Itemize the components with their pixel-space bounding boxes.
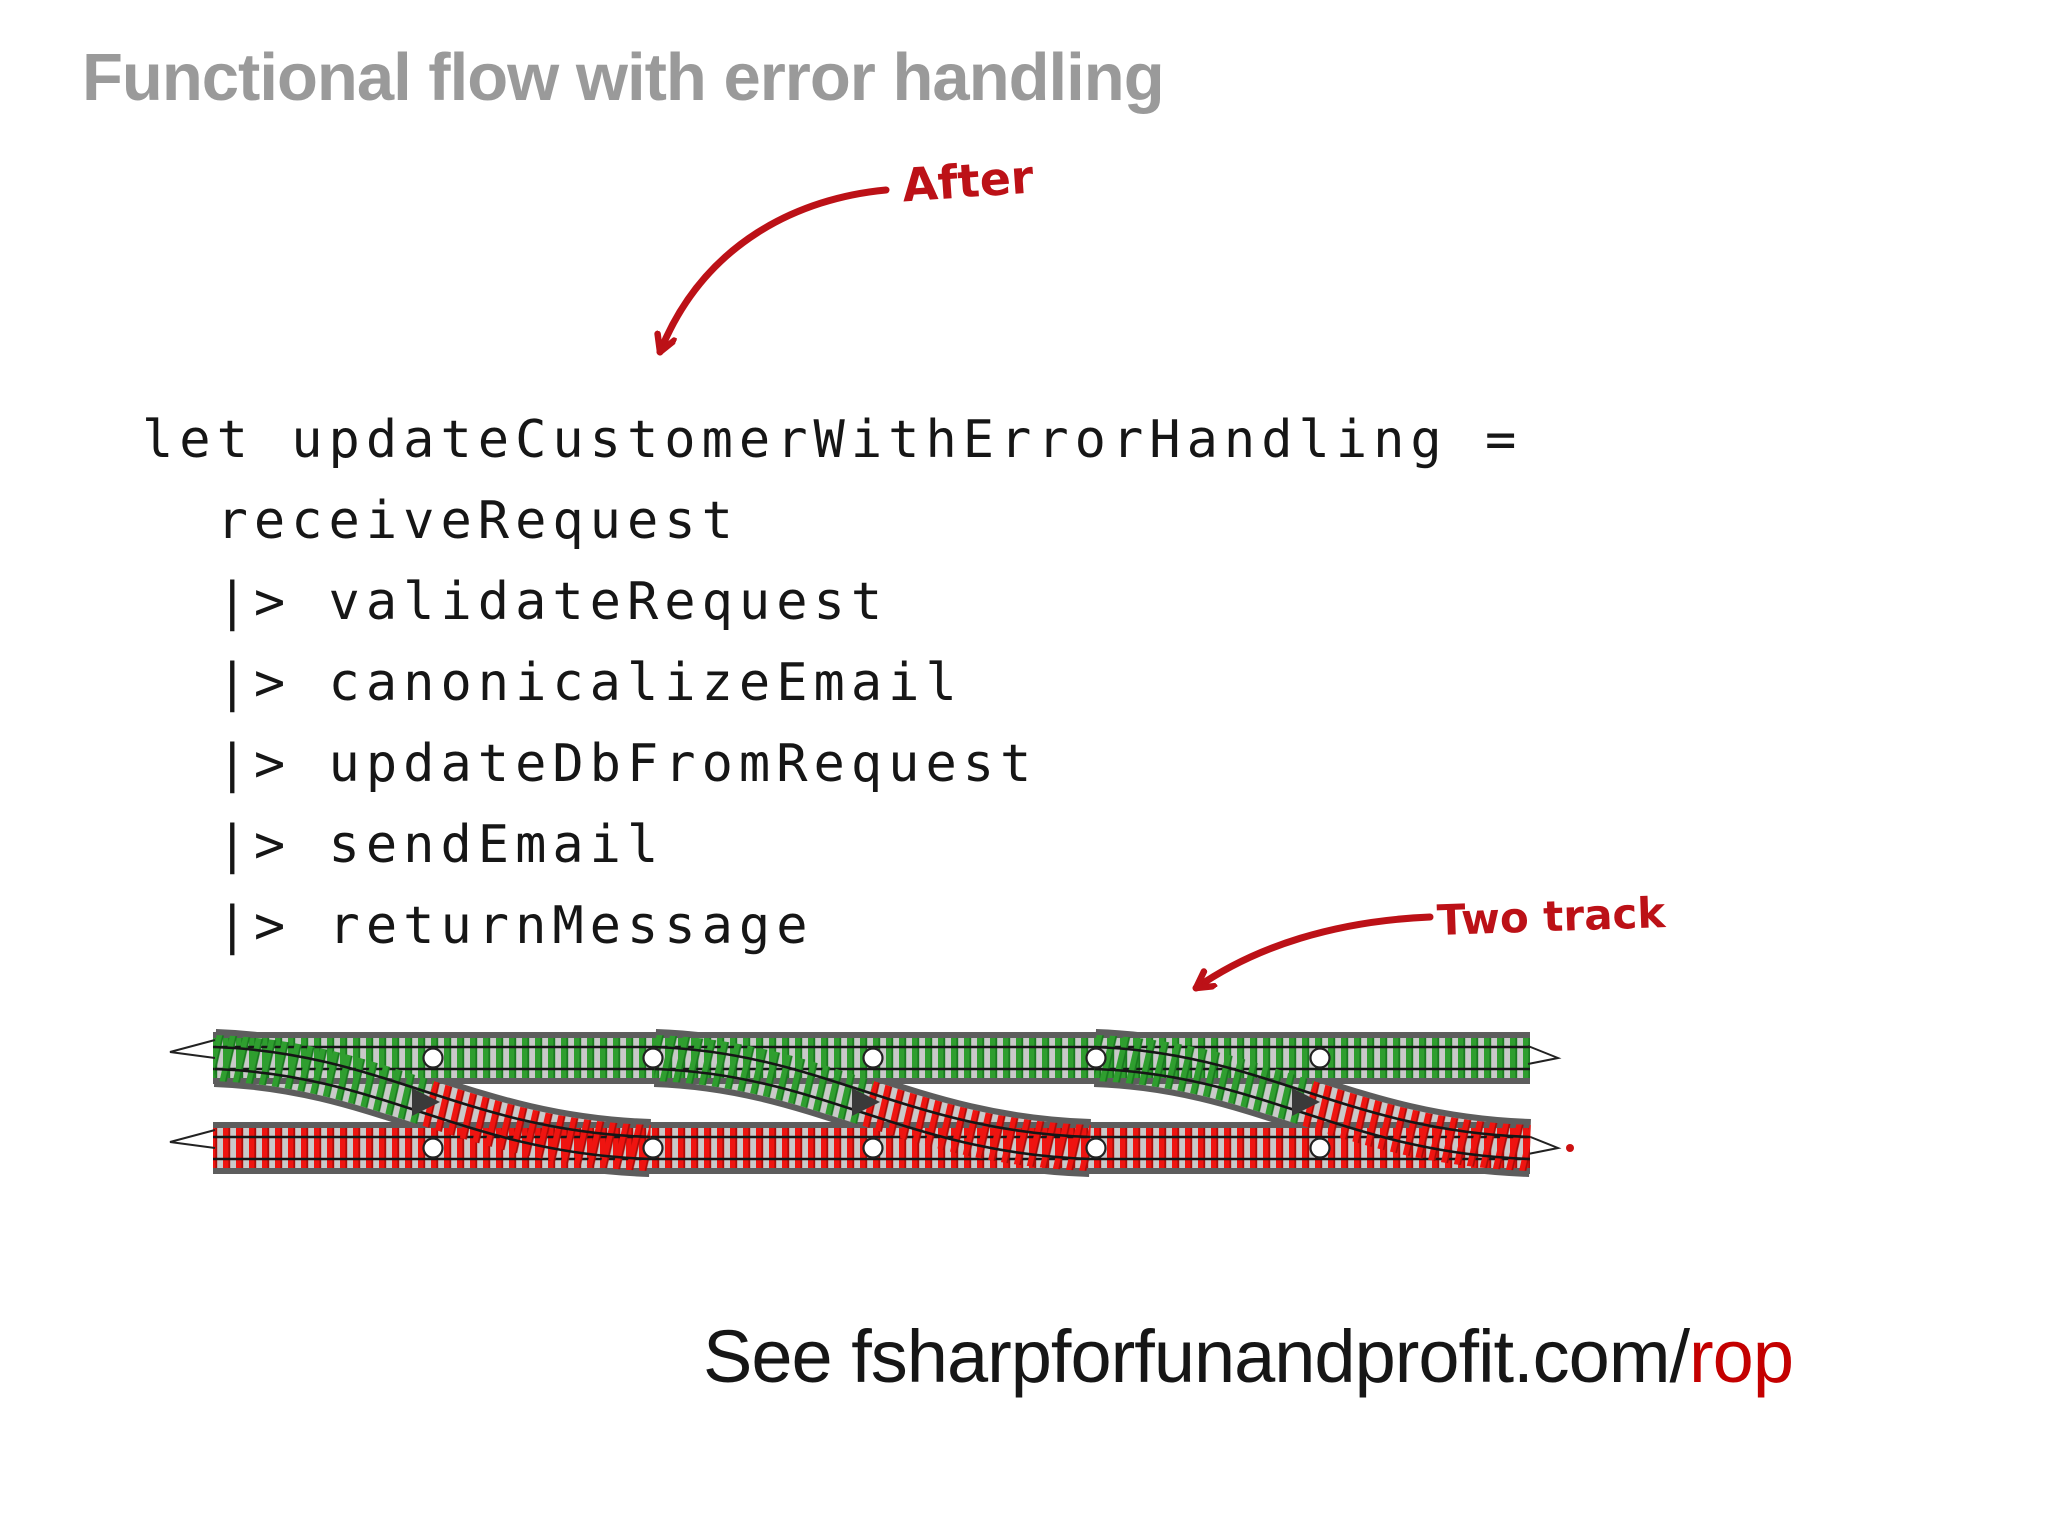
footer-url-prefix: See fsharpforfunandprofit.com/ xyxy=(703,1315,1690,1398)
stray-red-dot xyxy=(1566,1144,1574,1152)
footer-url: See fsharpforfunandprofit.com/rop xyxy=(703,1320,1794,1394)
code-snippet: let updateCustomerWithErrorHandling = re… xyxy=(142,410,1523,956)
footer-url-highlight: rop xyxy=(1689,1315,1794,1398)
page-title: Functional flow with error handling xyxy=(82,40,1165,115)
track-end-arrow-icon xyxy=(1527,1045,1562,1065)
junction-dots xyxy=(422,1047,1331,1159)
track-start-arrow-icon xyxy=(169,1039,216,1059)
track-start-arrow-icon xyxy=(169,1129,216,1149)
track-end-arrow-icon xyxy=(1527,1135,1562,1155)
